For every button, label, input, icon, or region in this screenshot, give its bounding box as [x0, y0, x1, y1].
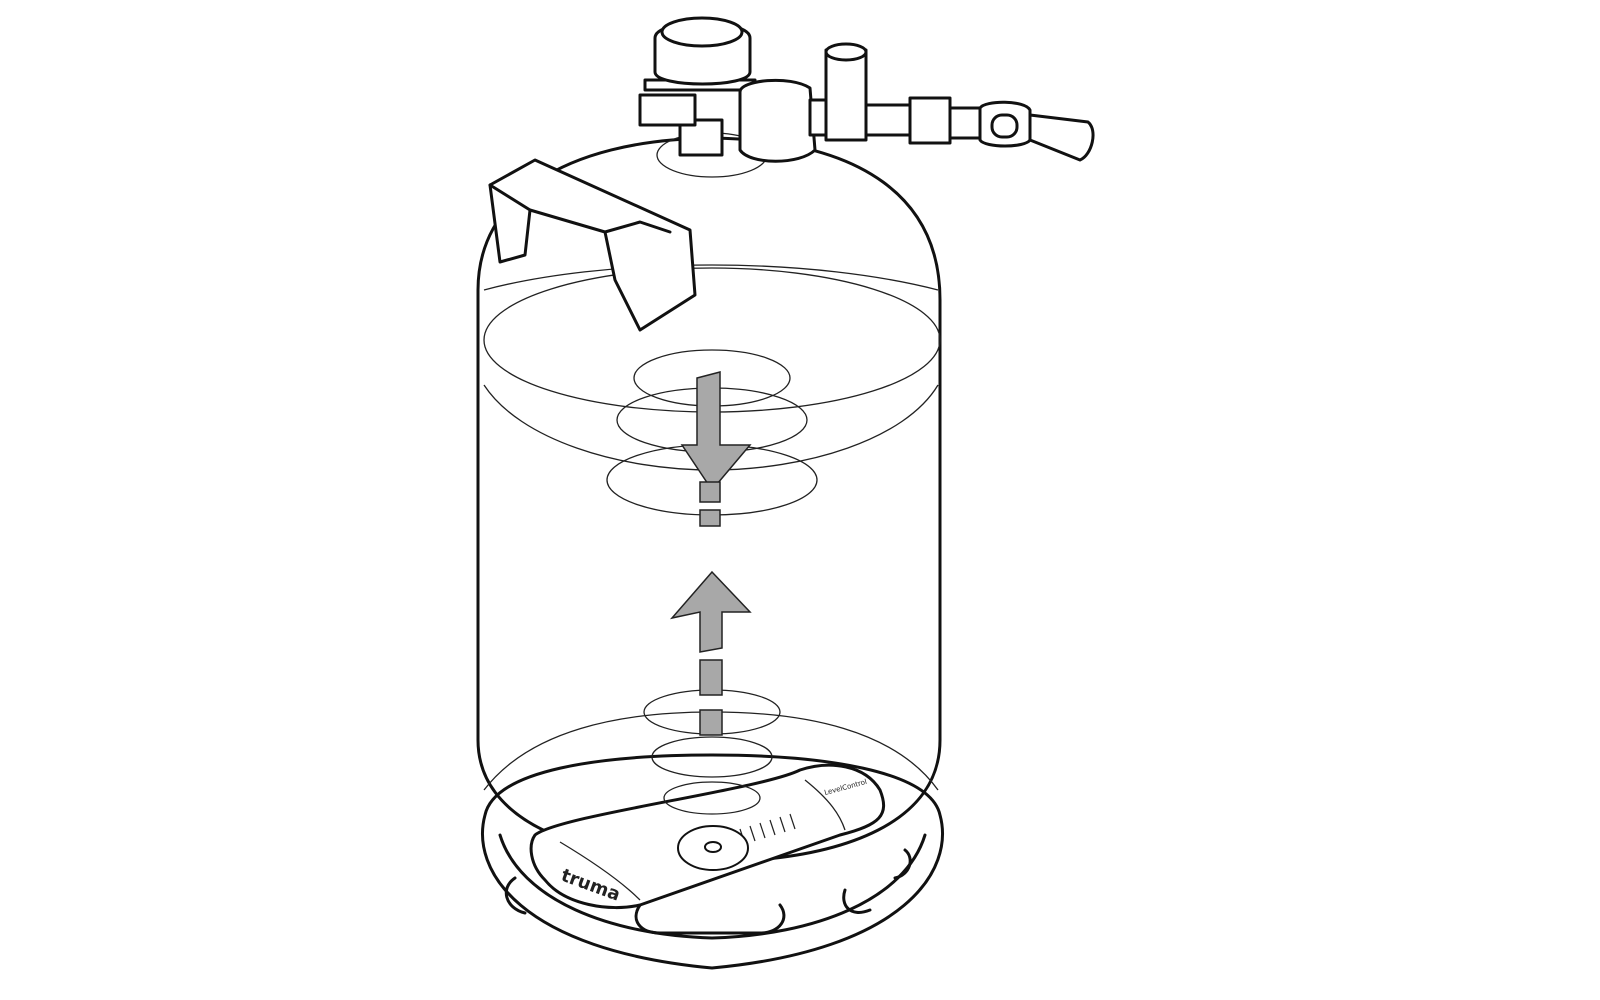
echo-down-arrow — [680, 371, 752, 527]
level-sensor: truma LevelControl — [529, 763, 886, 910]
signal-up-arrow — [669, 570, 752, 736]
bottle-handle — [488, 158, 697, 332]
valve-assembly — [638, 16, 1095, 163]
